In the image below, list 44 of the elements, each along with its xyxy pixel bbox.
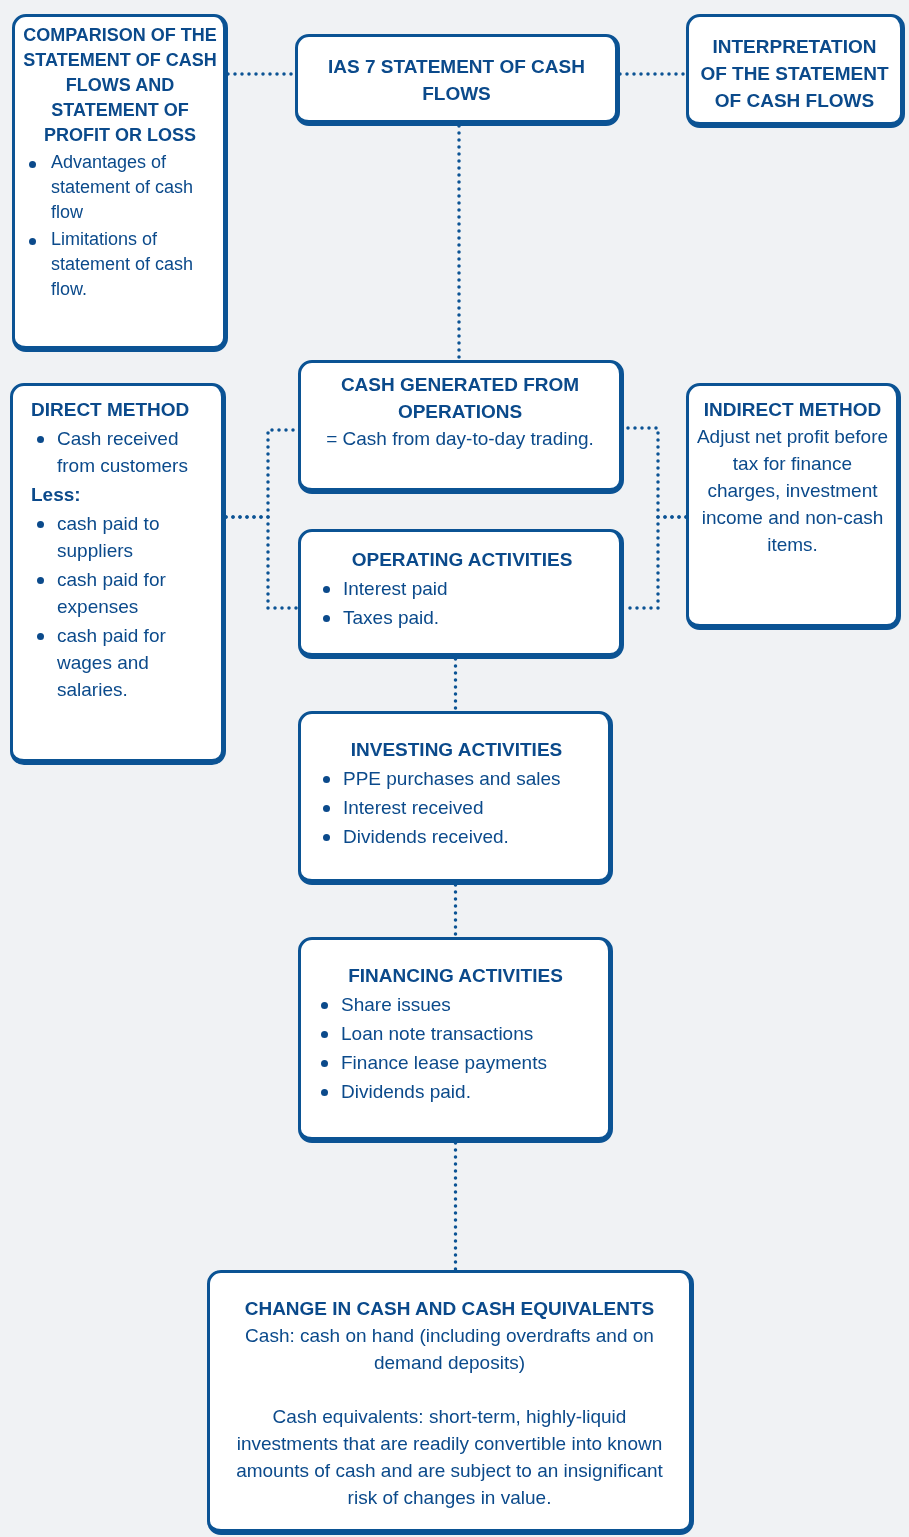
text-box	[298, 937, 613, 1143]
box-heading: DIRECT METHOD	[31, 398, 191, 422]
box-text: = Cash from day-to-day trading.	[325, 427, 595, 451]
bullet-item: Limitations of statement of cash flow.	[23, 227, 217, 302]
bullet-item: Dividends paid.	[315, 1078, 596, 1105]
bullet-item: Cash received from customers	[31, 425, 207, 479]
text-box	[686, 14, 905, 128]
dotted-connector	[453, 1141, 458, 1272]
box-heading: OPERATING ACTIVITIES	[350, 548, 574, 572]
bullet-item: PPE purchases and sales	[317, 765, 596, 792]
box-text: Cash: cash on hand (including overdrafts and on demand deposits)	[244, 1324, 655, 1375]
text-box	[298, 360, 624, 494]
bullet-item: Loan note transactions	[315, 1020, 596, 1047]
text-box	[10, 383, 226, 765]
box-text: Cash equivalents: short-term, highly-liquid investments that are readily convertible into known amounts of cash and are subject to an insignificant risk of changes in value.	[235, 1405, 664, 1510]
dotted-connector	[224, 515, 300, 610]
dotted-connector	[457, 124, 461, 362]
box-heading: FINANCING ACTIVITIES	[347, 964, 564, 988]
box-heading: CASH GENERATED FROM OPERATIONS	[339, 373, 581, 424]
box-heading: COMPARISON OF THE STATEMENT OF CASH FLOWS AND STATEMENT OF PROFIT OR LOSS	[23, 24, 217, 147]
text-box	[686, 383, 901, 630]
bullet-item: Interest paid	[317, 575, 607, 602]
box-heading: CHANGE IN CASH AND CASH EQUIVALENTS	[243, 1297, 656, 1321]
box-heading: INDIRECT METHOD	[702, 398, 883, 422]
box-heading: IAS 7 STATEMENT OF CASH FLOWS	[327, 55, 586, 106]
bullet-item: cash paid for wages and salaries.	[31, 622, 207, 703]
bullet-item: Interest received	[317, 794, 596, 821]
dotted-connector	[453, 657, 458, 713]
text-box	[298, 529, 624, 659]
dotted-connector	[453, 883, 458, 939]
text-box	[298, 711, 613, 885]
bullet-item: Share issues	[315, 991, 596, 1018]
bullet-item: Dividends received.	[317, 823, 596, 850]
bullet-item: Finance lease payments	[315, 1049, 596, 1076]
subheading: Less:	[31, 483, 82, 507]
box-text: Adjust net profit before tax for finance charges, investment income and non-cash items.	[695, 425, 890, 557]
box-heading: INTERPRETATION OF THE STATEMENT OF CASH FLOWS	[699, 35, 890, 113]
text-box	[207, 1270, 694, 1535]
text-box	[295, 34, 620, 126]
bullet-item: Advantages of statement of cash flow	[23, 150, 217, 225]
box-heading: INVESTING ACTIVITIES	[349, 738, 564, 762]
dotted-connector	[618, 72, 688, 76]
bullet-item: Taxes paid.	[317, 604, 607, 631]
text-box	[12, 14, 228, 352]
